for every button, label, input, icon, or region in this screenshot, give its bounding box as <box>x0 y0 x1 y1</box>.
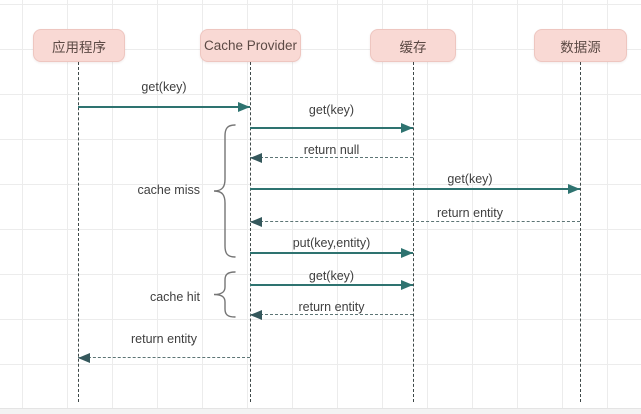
lifeline-application <box>78 62 79 402</box>
message-line <box>250 157 413 158</box>
lifeline-datasource <box>580 62 581 402</box>
cache-hit-brace-icon <box>208 270 238 319</box>
cache-miss-brace-icon <box>208 123 238 259</box>
lifeline-cache <box>413 62 414 402</box>
message-label: get(key) <box>447 172 493 186</box>
arrowhead-left-icon <box>250 153 262 163</box>
message-line <box>250 188 580 190</box>
arrowhead-right-icon <box>401 248 413 258</box>
message-line <box>78 106 250 108</box>
bottom-edge-strip <box>0 408 641 414</box>
message-label: return entity <box>436 206 503 220</box>
message-line <box>250 221 580 222</box>
message-line <box>250 284 413 286</box>
arrowhead-right-icon <box>401 123 413 133</box>
arrowhead-left-icon <box>78 353 90 363</box>
actor-cache: 缓存 <box>370 29 456 62</box>
actor-datasource-label: 数据源 <box>560 39 601 55</box>
message-label: get(key) <box>141 80 187 94</box>
message-label: return entity <box>298 300 365 314</box>
message-label: get(key) <box>308 269 355 283</box>
message-line <box>250 252 413 254</box>
message-line <box>250 127 413 129</box>
actor-cache-provider: Cache Provider <box>200 29 301 62</box>
arrowhead-left-icon <box>250 217 262 227</box>
actor-application-label: 应用程序 <box>52 39 106 55</box>
arrowhead-right-icon <box>238 102 250 112</box>
message-line <box>78 357 250 358</box>
actor-cache-provider-label: Cache Provider <box>203 38 298 53</box>
arrowhead-right-icon <box>568 184 580 194</box>
actor-cache-label: 缓存 <box>399 39 427 55</box>
arrowhead-right-icon <box>401 280 413 290</box>
actor-application: 应用程序 <box>33 29 125 62</box>
message-label: get(key) <box>308 103 355 117</box>
cache-miss-label: cache miss <box>137 183 200 197</box>
lifeline-cache-provider <box>250 62 251 402</box>
message-label: return null <box>303 143 360 157</box>
cache-hit-label: cache hit <box>149 290 200 304</box>
message-label: return entity <box>130 332 197 346</box>
message-label: put(key,entity) <box>292 236 371 250</box>
actor-datasource: 数据源 <box>534 29 627 62</box>
message-line <box>250 314 413 315</box>
arrowhead-left-icon <box>250 310 262 320</box>
